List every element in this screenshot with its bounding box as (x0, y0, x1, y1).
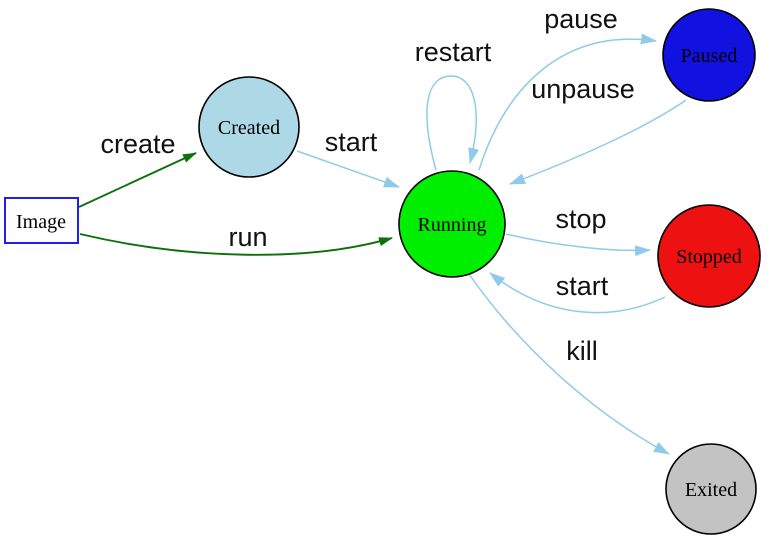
edge-label-start-created: start (325, 127, 378, 157)
edge-start-created-running (296, 150, 400, 188)
edge-restart-self-loop (426, 75, 480, 171)
node-label-image: Image (16, 211, 66, 233)
edge-label-start-stopped: start (556, 271, 609, 301)
node-running (398, 170, 506, 278)
node-created (198, 76, 300, 178)
node-stopped (657, 204, 761, 308)
node-label-created: Created (218, 117, 280, 139)
node-paused (662, 8, 756, 102)
edge-create (78, 152, 197, 208)
node-label-exited: Exited (685, 479, 737, 501)
node-image (4, 197, 79, 244)
edge-label-run: run (228, 222, 267, 252)
edge-label-kill: kill (566, 336, 598, 366)
edge-stop (505, 233, 651, 257)
edge-label-pause: pause (544, 4, 618, 34)
edge-pause (478, 33, 657, 171)
node-label-stopped: Stopped (676, 246, 742, 268)
edge-start-stopped-running (489, 272, 666, 314)
edge-unpause (509, 99, 687, 185)
edge-label-create: create (100, 129, 175, 159)
edge-run (79, 233, 393, 256)
edge-kill (468, 273, 670, 455)
node-label-paused: Paused (681, 45, 738, 67)
node-label-running: Running (418, 214, 487, 236)
node-exited (665, 443, 757, 535)
edge-label-stop: stop (555, 204, 606, 234)
edge-label-restart: restart (415, 37, 492, 67)
edge-label-unpause: unpause (531, 74, 635, 104)
